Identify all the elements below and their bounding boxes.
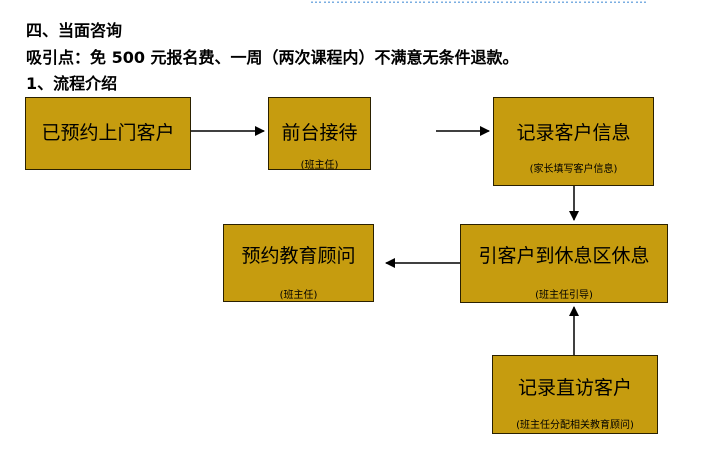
- node-note: (班主任分配相关教育顾问): [516, 420, 634, 431]
- node-note: (家长填写客户信息): [529, 164, 618, 175]
- node-label: 记录客户信息: [516, 122, 631, 144]
- node-note: (班主任): [300, 160, 339, 171]
- node-record-info: 记录客户信息 (家长填写客户信息): [493, 97, 654, 186]
- attraction-line: 吸引点：免 500 元报名费、一周（两次课程内）不满意无条件退款。: [26, 48, 519, 67]
- node-guide-rest: 引客户到休息区休息 (班主任引导): [460, 224, 668, 303]
- node-label: 引客户到休息区休息: [478, 245, 650, 267]
- node-booked-customer: 已预约上门客户: [25, 97, 191, 170]
- node-label: 记录直访客户: [517, 377, 632, 399]
- node-reception: 前台接待 (班主任): [268, 97, 371, 171]
- node-book-advisor: 预约教育顾问 (班主任): [223, 224, 374, 302]
- node-record-walkin: 记录直访客户 (班主任分配相关教育顾问): [492, 355, 658, 434]
- subsection-heading: 1、流程介绍: [26, 74, 118, 93]
- node-label: 前台接待: [281, 122, 358, 144]
- node-label: 已预约上门客户: [41, 122, 175, 144]
- top-clipped-text: ……………………………………………………………………: [310, 0, 710, 4]
- section-heading: 四、当面咨询: [26, 21, 123, 40]
- node-label: 预约教育顾问: [241, 245, 356, 267]
- node-note: (班主任): [279, 290, 318, 301]
- node-note: (班主任引导): [535, 290, 593, 301]
